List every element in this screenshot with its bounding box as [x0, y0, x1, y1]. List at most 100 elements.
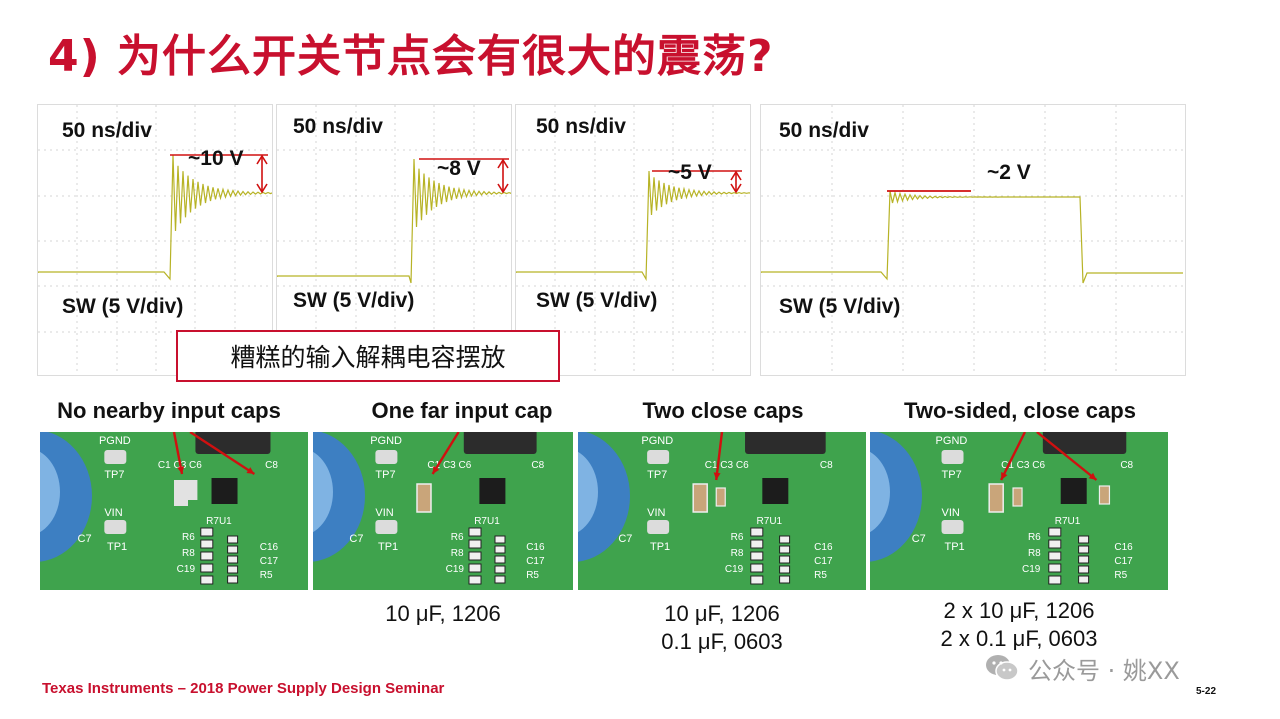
smd-capacitor [1078, 575, 1090, 584]
inductor [745, 432, 826, 454]
input-cap-0603-backside [1098, 485, 1111, 505]
test-point-tp7 [104, 450, 127, 464]
smd-capacitor [779, 565, 791, 574]
smd-capacitor [494, 535, 506, 544]
poor-decoupling-note: 糟糕的输入解耦电容摆放 [176, 330, 560, 382]
electrolytic-capacitor [578, 432, 630, 562]
silk-tp1: TP1 [650, 541, 670, 553]
silk-c1-c3-c6: C1 C3 C6 [705, 460, 749, 471]
silk-c19: C19 [725, 564, 744, 575]
capacitor-highlight [578, 451, 598, 533]
smd-resistor [750, 575, 764, 585]
sw-waveform [761, 190, 1183, 284]
silk-r6: R6 [451, 532, 464, 543]
silk-c17: C17 [814, 556, 833, 567]
board-spec-line: 10 μF, 1206 [664, 601, 780, 626]
smd-resistor [1048, 575, 1062, 585]
silk-r8: R8 [731, 548, 744, 559]
silk-tp1: TP1 [945, 541, 965, 553]
smd-resistor [200, 539, 214, 549]
silk-c19: C19 [177, 564, 196, 575]
sw-waveform [516, 170, 750, 282]
silk-r6: R6 [731, 532, 744, 543]
silk-r5: R5 [814, 570, 827, 581]
pointer-arrowhead [713, 472, 721, 480]
silk-tp7: TP7 [104, 469, 124, 481]
silk-vin: VIN [104, 507, 122, 519]
silk-vin: VIN [647, 507, 665, 519]
test-point-tp1 [375, 520, 398, 534]
silk-c8: C8 [820, 460, 833, 471]
silk-r5: R5 [1114, 570, 1127, 581]
silk-r7u1: R7U1 [206, 516, 232, 527]
scope-grid-4 [761, 105, 1185, 375]
smd-capacitor [227, 545, 239, 554]
silk-vin: VIN [942, 507, 960, 519]
scope-channel-label: SW (5 V/div) [779, 295, 901, 318]
smd-resistor [200, 527, 214, 537]
sw-waveform [38, 154, 272, 281]
scope-grid-1 [38, 105, 272, 375]
inductor [1042, 432, 1127, 454]
silk-pgnd: PGND [99, 435, 131, 447]
silk-r6: R6 [182, 532, 195, 543]
regulator-ic [762, 478, 789, 504]
test-point-tp7 [647, 450, 670, 464]
electrolytic-capacitor [870, 432, 922, 562]
test-point-tp1 [104, 520, 127, 534]
silk-c19: C19 [1022, 564, 1041, 575]
silk-c16: C16 [260, 542, 279, 553]
pointer-arrow [1000, 432, 1027, 481]
silk-c16: C16 [1114, 542, 1133, 553]
scope-amplitude-label: ~2 V [987, 161, 1031, 184]
test-point-tp1 [647, 520, 670, 534]
input-cap-0603 [715, 487, 726, 507]
silk-c1-c3-c6: C1 C3 C6 [1001, 460, 1045, 471]
smd-capacitor [779, 555, 791, 564]
silk-c17: C17 [260, 556, 279, 567]
scope-timebase-label: 50 ns/div [536, 115, 626, 138]
scope-amplitude-label: ~8 V [437, 157, 481, 180]
smd-resistor [468, 539, 482, 549]
regulator-ic [479, 478, 506, 504]
test-point-tp7 [375, 450, 398, 464]
smd-capacitor [494, 565, 506, 574]
test-point-tp7 [941, 450, 964, 464]
pointer-arrow [715, 432, 724, 481]
silk-tp1: TP1 [378, 541, 398, 553]
input-cap-1206 [416, 483, 432, 513]
silk-r7u1: R7U1 [757, 516, 783, 527]
scope-grid-3 [516, 105, 750, 375]
smd-capacitor [779, 575, 791, 584]
capacitor-highlight [313, 451, 333, 533]
silk-tp7: TP7 [942, 469, 962, 481]
wechat-icon [986, 655, 1019, 681]
watermark: 公众号 · 姚XX [984, 650, 1180, 686]
smd-capacitor [494, 575, 506, 584]
board-caption: Two-sided, close caps [904, 398, 1136, 423]
regulator-ic [1060, 478, 1087, 504]
arrowhead-down [730, 183, 742, 194]
smd-capacitor [227, 575, 239, 584]
silk-r8: R8 [451, 548, 464, 559]
smd-capacitor [1078, 555, 1090, 564]
input-cap-1206 [988, 483, 1004, 513]
silk-r5: R5 [526, 570, 539, 581]
scope-channel-label: SW (5 V/div) [536, 289, 658, 312]
scope-grid-2 [277, 105, 511, 375]
smd-resistor [1048, 563, 1062, 573]
silk-c8: C8 [1120, 460, 1133, 471]
silk-r5: R5 [260, 570, 273, 581]
arrowhead-up [497, 158, 509, 169]
smd-resistor [468, 563, 482, 573]
scope-channel-label: SW (5 V/div) [62, 295, 184, 318]
pointer-arrowhead [1088, 472, 1097, 480]
input-cap-0603 [1012, 487, 1023, 507]
smd-capacitor [227, 565, 239, 574]
board-spec-line: 10 μF, 1206 [385, 601, 501, 626]
